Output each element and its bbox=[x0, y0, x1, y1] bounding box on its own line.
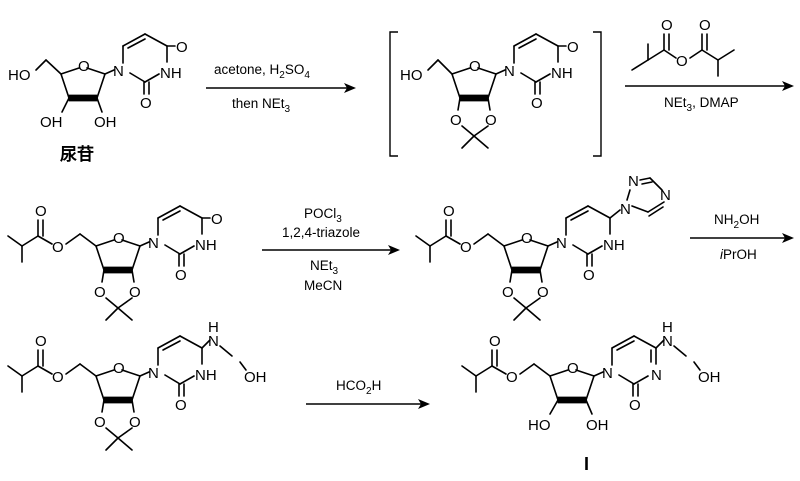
triazolyl-acetonide-o1: O bbox=[502, 284, 514, 301]
arrow-step2 bbox=[625, 81, 794, 91]
step1-reagents-top: acetone, H2SO4 bbox=[214, 62, 310, 81]
intermediate-c2-oxygen: O bbox=[531, 95, 543, 112]
ester1-acetonide-o1: O bbox=[94, 284, 106, 301]
arrow-step5 bbox=[306, 399, 430, 409]
triazolyl-carbonyl-oxygen: O bbox=[443, 203, 455, 220]
triazolyl-acetonide-o2: O bbox=[537, 284, 549, 301]
uridine-3-hydroxyl: OH bbox=[40, 114, 63, 131]
final-ring-oxygen: O bbox=[567, 360, 579, 377]
uridine-ring-oxygen: O bbox=[78, 58, 90, 75]
hydroxy1-n1: N bbox=[148, 365, 159, 382]
uridine-n3h: NH bbox=[160, 65, 182, 82]
triazolyl-n1: N bbox=[556, 235, 567, 252]
final-n1: N bbox=[602, 365, 613, 382]
final-carbonyl-oxygen: O bbox=[489, 333, 501, 350]
hydroxy1-acetonide-o2: O bbox=[129, 414, 141, 431]
step1-reagents-bottom: then NEt3 bbox=[232, 96, 291, 115]
hydroxy1-carbonyl-oxygen: O bbox=[35, 333, 47, 350]
final-compound-label: I bbox=[584, 454, 589, 474]
triazolyl-ring-oxygen: O bbox=[521, 230, 533, 247]
hydroxylamino-acetonide: O O O O O N NH O N H OH bbox=[7, 319, 267, 451]
step3-reagent-3: NEt3 bbox=[310, 258, 339, 277]
hydroxy1-nh-hydrogen: H bbox=[208, 319, 219, 336]
step2-reagents: NEt3, DMAP bbox=[664, 95, 739, 114]
intermediate-ring-oxygen: O bbox=[469, 58, 481, 75]
final-nh-nitrogen: N bbox=[662, 333, 673, 350]
final-3-hydroxyl: HO bbox=[528, 417, 551, 434]
step3-reagent-1: POCl3 bbox=[304, 206, 342, 225]
acetonide-intermediate: O HO O O N O NH O bbox=[389, 31, 602, 157]
final-2-hydroxyl: OH bbox=[586, 417, 609, 434]
ester1-n3h: NH bbox=[195, 237, 217, 254]
final-hydroxyl: OH bbox=[698, 369, 721, 386]
ester1-carbonyl-oxygen: O bbox=[35, 203, 47, 220]
hydroxy1-ether-oxygen: O bbox=[52, 369, 64, 386]
final-compound-structure: O O O HO OH N N O N H OH bbox=[461, 319, 721, 434]
final-nh-hydrogen: H bbox=[662, 319, 673, 336]
hydroxy1-hydroxyl: OH bbox=[244, 369, 267, 386]
intermediate-n3h: NH bbox=[551, 65, 573, 82]
ester-acetonide-uridine: O O O O O N O NH O bbox=[7, 203, 223, 321]
step3-reagent-4: MeCN bbox=[304, 278, 342, 293]
uridine-label: 尿苷 bbox=[60, 144, 94, 164]
ester1-n1: N bbox=[148, 235, 159, 252]
anhydride-oxygen-2: O bbox=[699, 17, 711, 34]
intermediate-acetonide-o2: O bbox=[485, 112, 497, 129]
triazole-n2: N bbox=[628, 173, 639, 190]
anhydride-bridge-oxygen: O bbox=[676, 53, 688, 70]
step5-reagent: HCO2H bbox=[336, 378, 381, 397]
ester1-c4-oxygen: O bbox=[211, 211, 223, 228]
triazolyl-ether-oxygen: O bbox=[460, 239, 472, 256]
ester1-acetonide-o2: O bbox=[129, 284, 141, 301]
intermediate-c4-oxygen: O bbox=[567, 39, 579, 56]
arrow-step4 bbox=[690, 233, 794, 243]
final-n3: N bbox=[651, 367, 662, 384]
triazolyl-n3h: NH bbox=[603, 237, 625, 254]
intermediate-acetonide-o1: O bbox=[450, 112, 462, 129]
final-ether-oxygen: O bbox=[506, 369, 518, 386]
arrow-step1 bbox=[206, 83, 356, 93]
uridine-structure: O HO OH OH N O NH O bbox=[8, 33, 188, 131]
triazolyl-c2-oxygen: O bbox=[583, 267, 595, 284]
triazole-n1: N bbox=[620, 201, 631, 218]
hydroxy1-n3h: NH bbox=[195, 367, 217, 384]
intermediate-n1: N bbox=[504, 63, 515, 80]
uridine-5-hydroxyl: HO bbox=[8, 67, 31, 84]
step4-reagent-top: NH2OH bbox=[714, 212, 759, 231]
uridine-c2-oxygen: O bbox=[140, 95, 152, 112]
isobutyric-anhydride: O O O bbox=[631, 17, 735, 77]
hydroxy1-nh-nitrogen: N bbox=[208, 333, 219, 350]
triazole-n4: N bbox=[660, 187, 671, 204]
step4-reagent-bottom: iPrOH bbox=[720, 247, 757, 262]
step3-reagent-2: 1,2,4-triazole bbox=[282, 225, 360, 240]
uridine-n1: N bbox=[113, 63, 124, 80]
uridine-c4-oxygen: O bbox=[176, 39, 188, 56]
arrow-step3 bbox=[262, 245, 400, 255]
ester1-ring-oxygen: O bbox=[113, 230, 125, 247]
ester1-ether-oxygen: O bbox=[52, 239, 64, 256]
intermediate-5-hydroxyl: HO bbox=[400, 67, 423, 84]
ester1-c2-oxygen: O bbox=[175, 267, 187, 284]
uridine-2-hydroxyl: OH bbox=[94, 114, 117, 131]
anhydride-oxygen-1: O bbox=[661, 17, 673, 34]
hydroxy1-c2-oxygen: O bbox=[175, 397, 187, 414]
final-c2-oxygen: O bbox=[629, 397, 641, 414]
triazolyl-intermediate: O O O O O N NH O N N bbox=[415, 173, 671, 321]
hydroxy1-acetonide-o1: O bbox=[94, 414, 106, 431]
hydroxy1-ring-oxygen: O bbox=[113, 360, 125, 377]
